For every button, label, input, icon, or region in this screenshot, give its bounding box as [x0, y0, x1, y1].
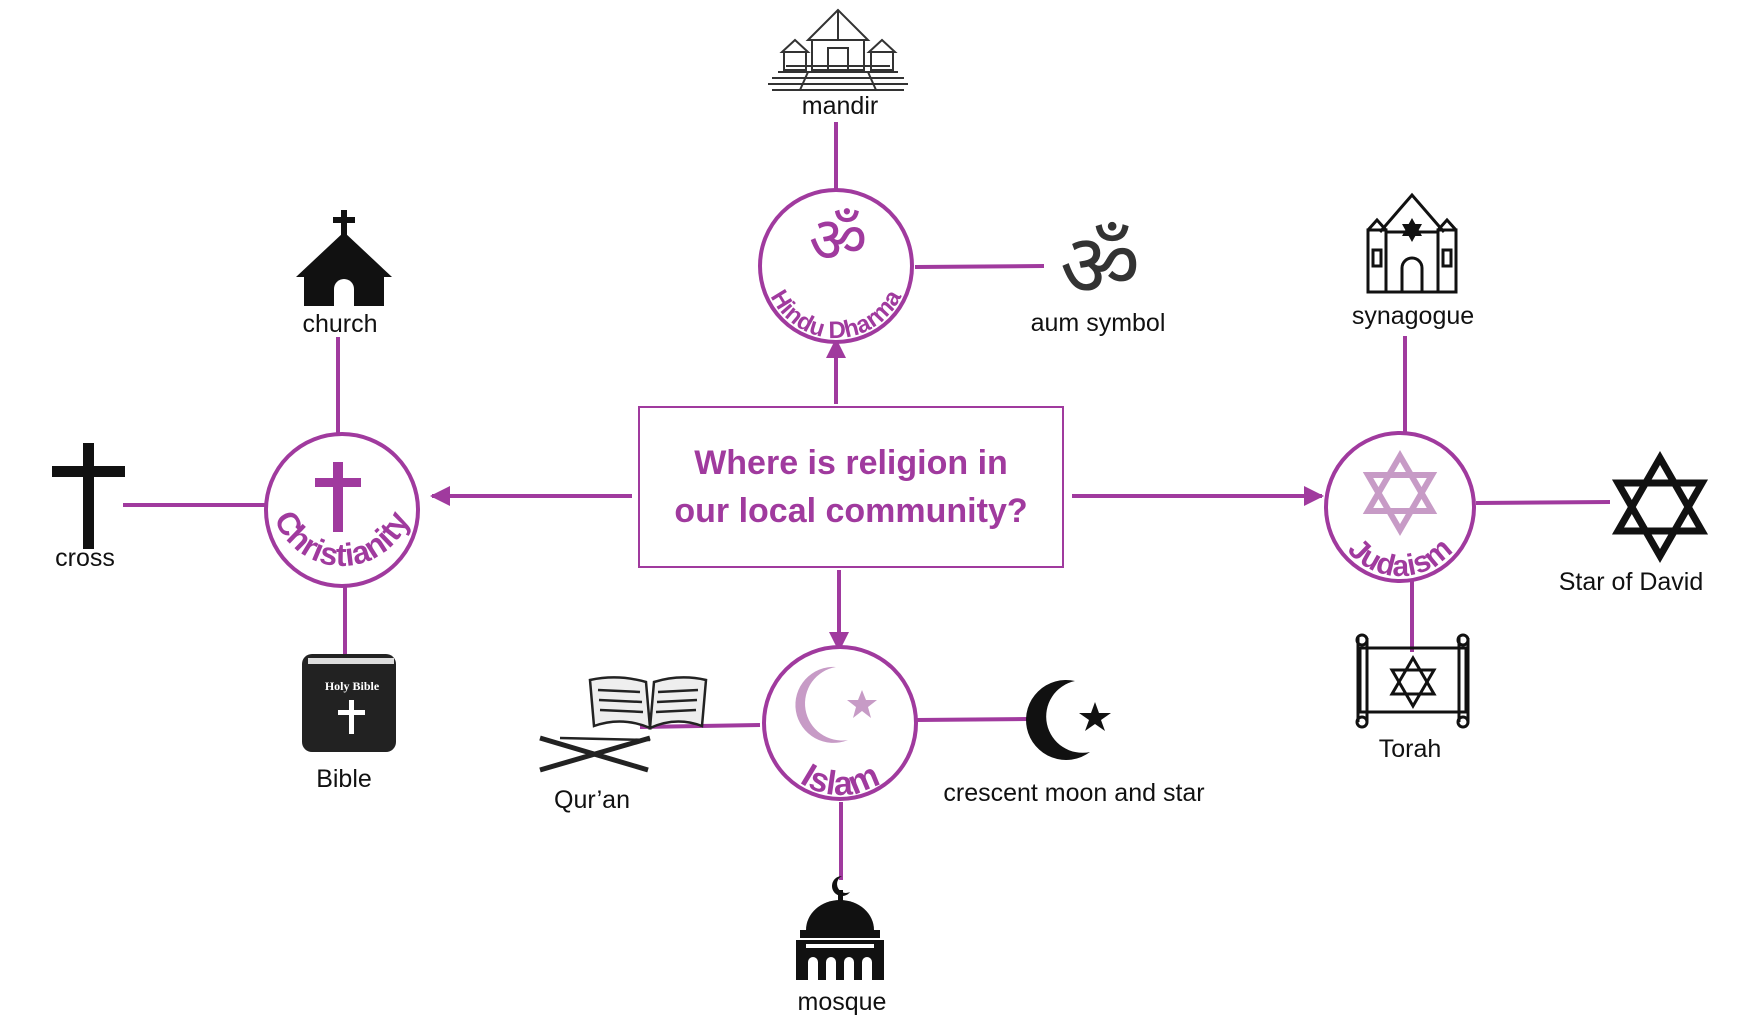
label-aum-symbol: aum symbol	[1030, 309, 1166, 337]
label-mosque: mosque	[797, 988, 887, 1016]
connector-aum	[914, 264, 1045, 269]
label-synagogue: synagogue	[1351, 302, 1475, 330]
star-of-david-symbol-icon	[1362, 450, 1438, 536]
om-symbol-icon: ॐ	[809, 204, 867, 278]
star-of-david-icon	[1611, 450, 1709, 564]
connector-crescent	[916, 717, 1029, 722]
church-icon	[296, 210, 392, 306]
islam-circle: Islam	[762, 645, 918, 803]
connector-star	[1475, 500, 1611, 505]
mandir-icon	[768, 8, 908, 91]
crescent-moon-star-icon	[1026, 679, 1111, 760]
quran-icon	[539, 676, 708, 773]
cross-symbol-icon	[315, 462, 361, 532]
label-church: church	[302, 310, 378, 338]
mosque-icon	[796, 876, 884, 980]
cross-icon	[52, 443, 125, 549]
central-question: Where is religion in our local community…	[674, 444, 1028, 530]
label-quran: Qur’an	[554, 786, 630, 814]
crescent-star-symbol-icon	[795, 666, 877, 743]
synagogue-icon	[1366, 192, 1458, 294]
label-torah: Torah	[1378, 735, 1442, 763]
aum-symbol-icon: ॐ	[1060, 214, 1140, 317]
hindu-circle: ॐ Hindu Dharma	[758, 188, 914, 344]
label-star-of-david: Star of David	[1558, 568, 1704, 596]
label-cross: cross	[55, 544, 115, 572]
label-crescent-moon-and-star: crescent moon and star	[943, 779, 1205, 807]
central-question-box: Where is religion in our local community…	[638, 406, 1064, 568]
label-bible: Bible	[316, 765, 372, 793]
christianity-circle: Christianity	[264, 432, 420, 588]
label-mandir: mandir	[801, 92, 879, 120]
arrows	[430, 338, 1324, 652]
bible-icon: Holy Bible	[302, 654, 396, 752]
torah-icon	[1355, 633, 1470, 729]
bible-cover-text: Holy Bible	[325, 679, 380, 693]
judaism-circle: Judaism	[1324, 431, 1476, 583]
